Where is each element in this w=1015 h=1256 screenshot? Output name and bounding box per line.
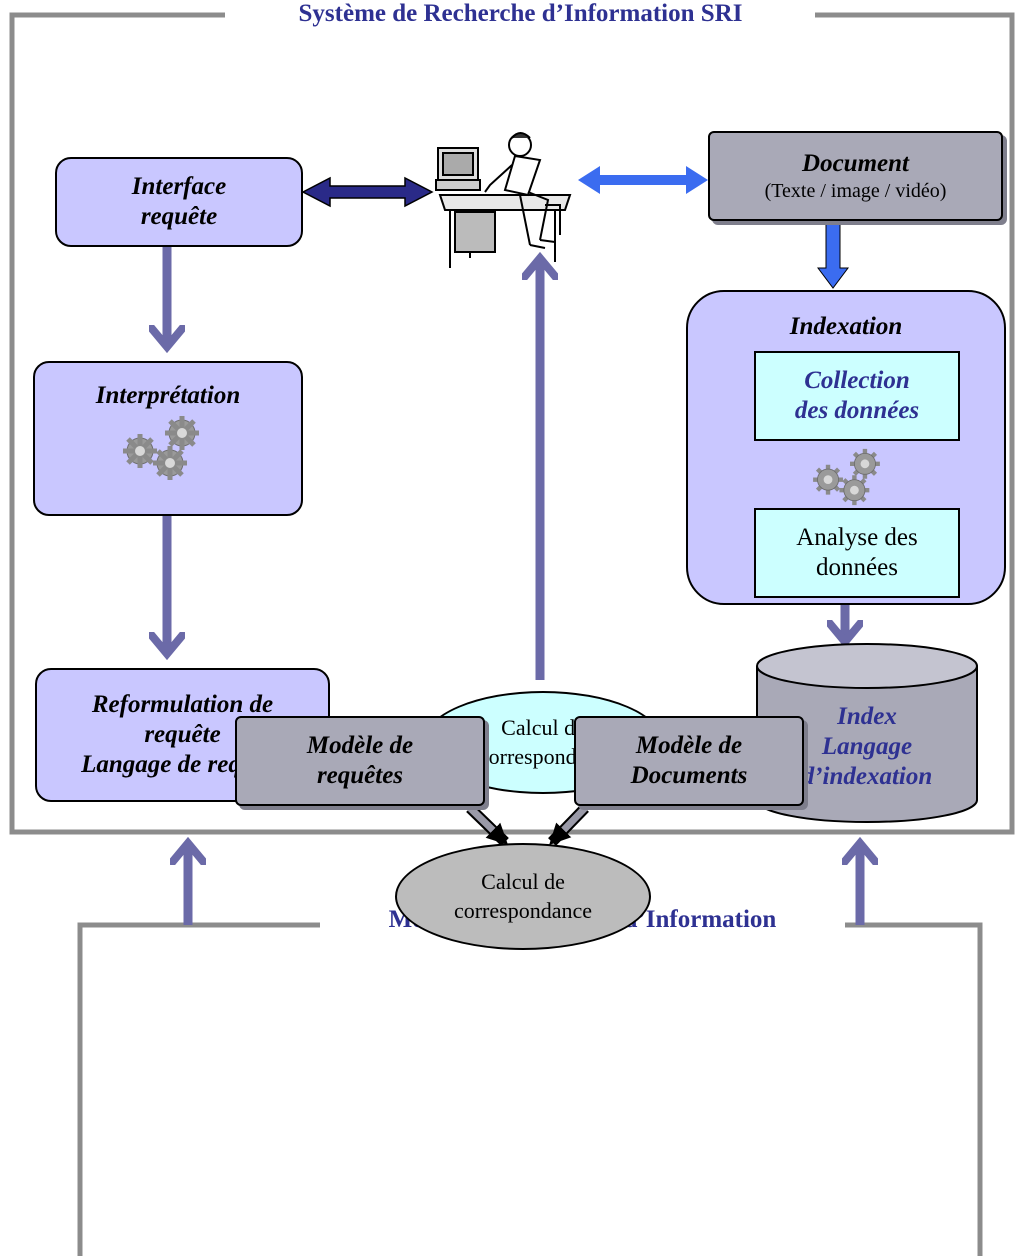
mri-frame-right (845, 922, 983, 1256)
document-title: Document (802, 150, 909, 177)
interface-requete-box: Interface requête (55, 157, 303, 247)
modele-requetes-line2: requêtes (316, 762, 404, 789)
document-subtitle: (Texte / image / vidéo) (764, 180, 947, 202)
interpretation-box: Interprétation (33, 361, 303, 516)
reformulation-line1: Reformulation de (91, 691, 274, 718)
index-line3: d’indexation (801, 763, 933, 790)
calcul-sri-line1: Calcul de (501, 714, 585, 740)
indexation-title: Indexation (789, 313, 903, 340)
analyse-donnees-box: Analyse des données (754, 508, 960, 598)
calcul-correspondance-mri-ellipse: Calcul de correspondance (395, 843, 651, 950)
arrow-modele-requetes-calcul-fill (467, 805, 509, 845)
document-box: Document (Texte / image / vidéo) (708, 131, 1003, 221)
collection-donnees-box: Collection des données (754, 351, 960, 441)
index-line2: Langage (821, 733, 913, 760)
arrow-user-document (578, 166, 708, 194)
reformulation-line2: requête (144, 721, 221, 748)
sri-frame-title: Système de Recherche d’Information SRI (228, 0, 813, 32)
arrow-modele-documents-calcul-fill (549, 805, 588, 846)
sri-frame (9, 12, 1015, 835)
modele-requetes-box: Modèle de requêtes (235, 716, 485, 806)
interface-line1: Interface (131, 173, 227, 200)
modele-documents-line1: Modèle de (635, 732, 743, 759)
index-box: Index Langage d’indexation (757, 692, 977, 802)
modele-documents-box: Modèle de Documents (574, 716, 804, 806)
user-workstation-icon (435, 132, 572, 268)
interface-line2: requête (140, 203, 218, 230)
analyse-line1: Analyse des (796, 524, 918, 551)
collection-line2: des données (794, 397, 920, 424)
arrow-interface-user (301, 176, 434, 208)
modele-documents-line2: Documents (630, 762, 748, 789)
interpretation-label: Interprétation (95, 382, 241, 409)
arrow-document-indexation (817, 221, 849, 289)
collection-line1: Collection (804, 367, 910, 394)
calcul-mri-line2: correspondance (453, 897, 593, 923)
calcul-mri-line1: Calcul de (481, 868, 565, 894)
gears-icon (813, 448, 880, 506)
gears-icon (123, 416, 199, 480)
modele-requetes-line1: Modèle de (306, 732, 414, 759)
mri-frame (77, 922, 320, 1256)
index-line1: Index (837, 703, 897, 730)
analyse-line2: données (816, 554, 898, 581)
